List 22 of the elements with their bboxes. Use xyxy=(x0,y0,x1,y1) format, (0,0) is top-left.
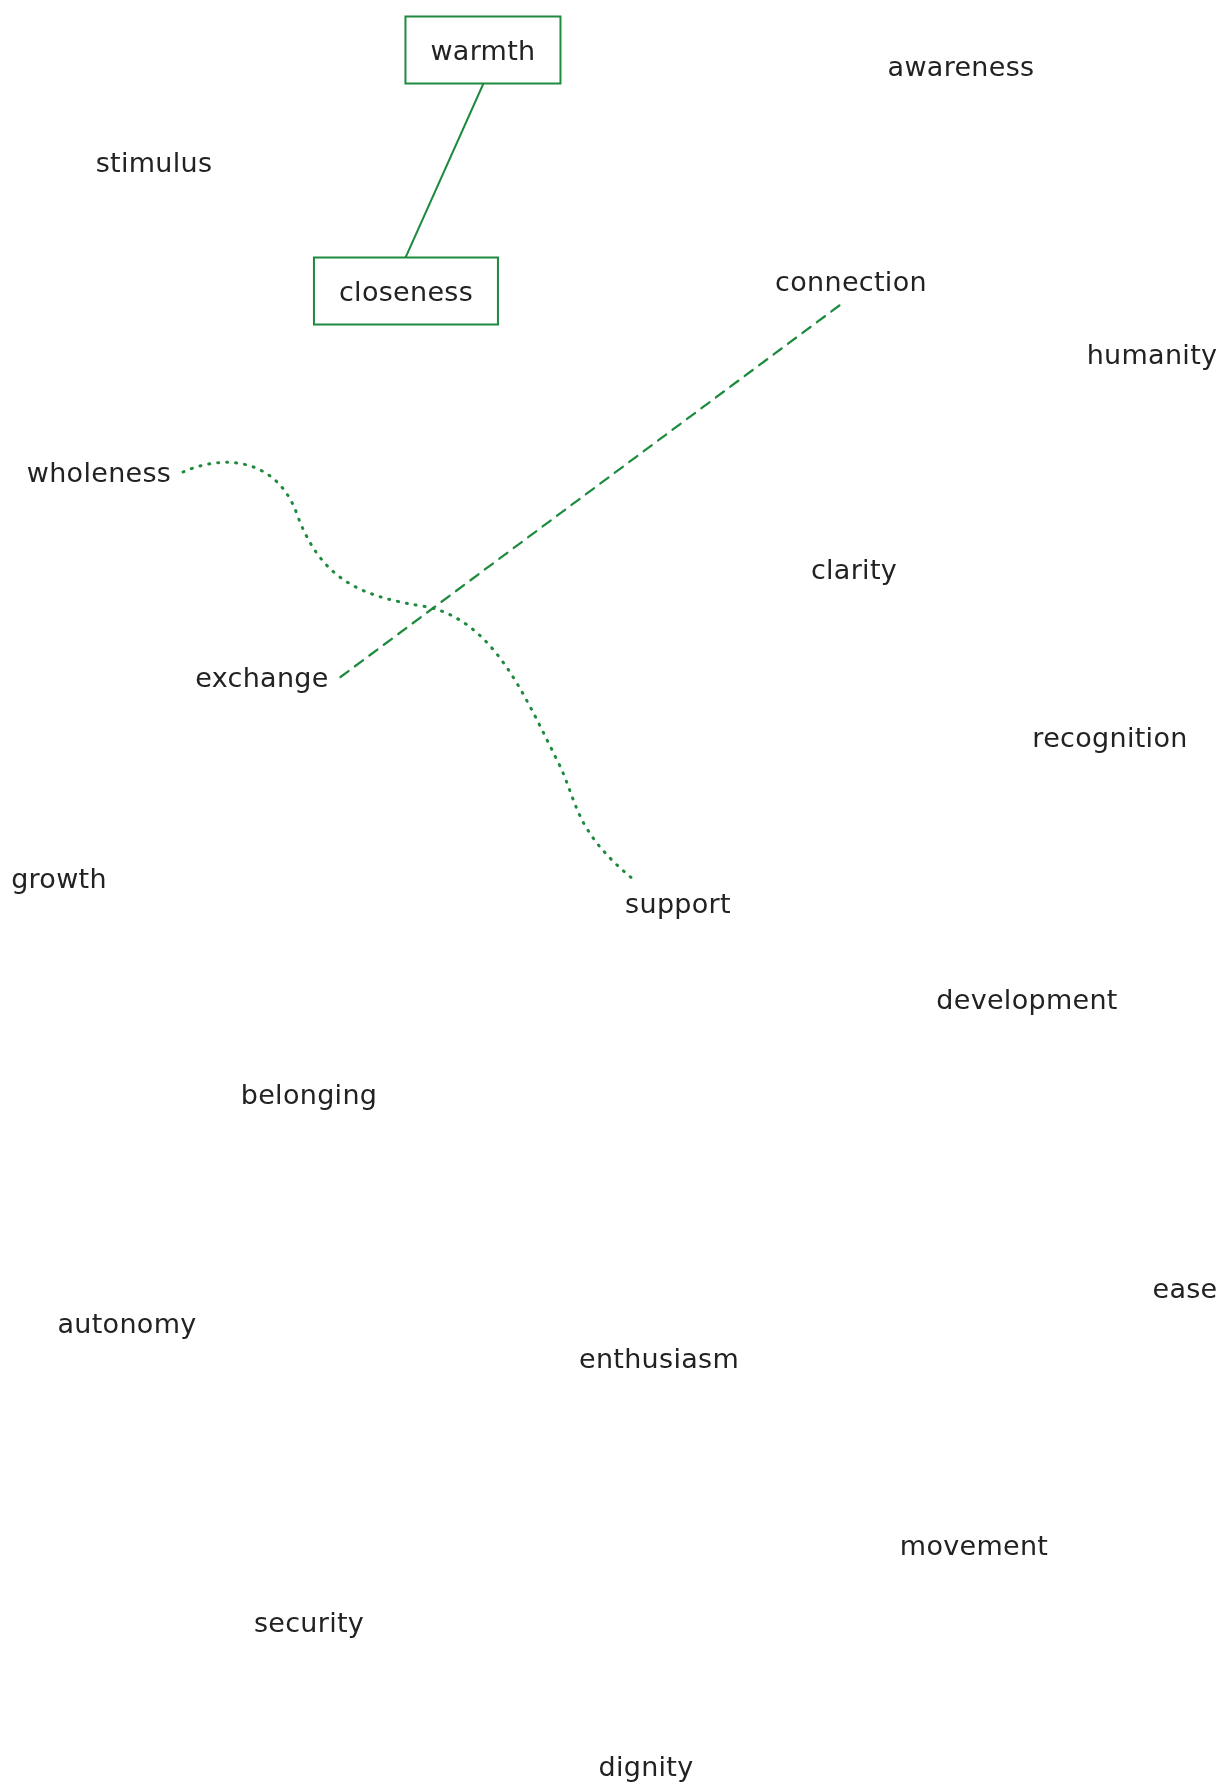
term-box: closeness xyxy=(312,256,500,326)
term-label: stimulus xyxy=(95,146,213,178)
term-label: humanity xyxy=(1086,338,1218,370)
term-label: movement xyxy=(899,1529,1049,1561)
term-box: warmth xyxy=(404,15,562,85)
term-label: wholeness xyxy=(26,456,172,488)
term-label: autonomy xyxy=(57,1307,197,1339)
term-label: exchange xyxy=(195,661,329,693)
term-label: clarity xyxy=(810,553,898,585)
term-label: support xyxy=(625,887,731,919)
dotted-connector xyxy=(181,460,635,881)
term-label: belonging xyxy=(240,1078,378,1110)
connector-line xyxy=(405,83,484,258)
term-label: enthusiasm xyxy=(579,1342,739,1374)
term-label: ease xyxy=(1152,1272,1218,1304)
term-label: connection xyxy=(775,265,927,297)
term-label: recognition xyxy=(1032,721,1188,753)
term-label: growth xyxy=(11,862,107,894)
term-label: dignity xyxy=(598,1750,694,1782)
term-label: development xyxy=(936,983,1118,1015)
term-label: awareness xyxy=(887,50,1035,82)
term-label: security xyxy=(253,1606,365,1638)
